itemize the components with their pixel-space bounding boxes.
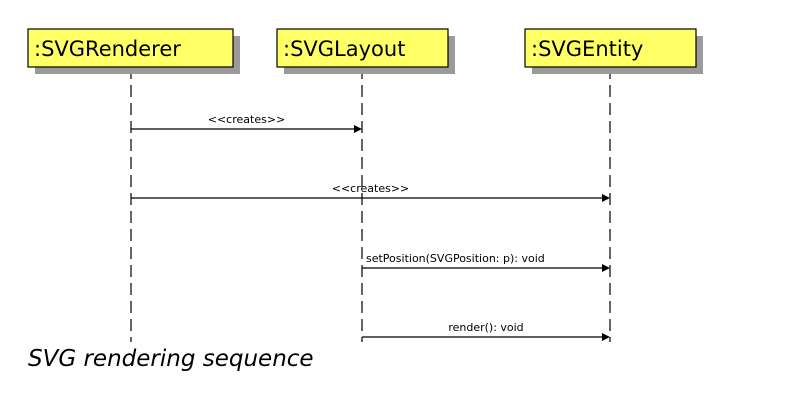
diagram-caption: SVG rendering sequence — [28, 346, 314, 372]
message-3: setPosition(SVGPosition: p): void — [362, 252, 610, 272]
object-box — [27, 28, 234, 68]
arrowhead-icon — [354, 125, 362, 133]
object-box — [524, 28, 697, 68]
message-label: <<creates>> — [332, 182, 410, 195]
object-box — [276, 28, 449, 68]
message-label: <<creates>> — [208, 113, 286, 126]
arrowhead-icon — [602, 264, 610, 272]
arrowhead-icon — [602, 333, 610, 341]
object-renderer: :SVGRenderer — [27, 28, 240, 74]
object-label: :SVGRenderer — [34, 37, 181, 61]
message-4: render(): void — [362, 321, 610, 341]
message-2: <<creates>> — [131, 182, 610, 202]
object-label: :SVGEntity — [531, 37, 643, 61]
arrowhead-icon — [602, 194, 610, 202]
object-entity: :SVGEntity — [524, 28, 703, 74]
object-layout: :SVGLayout — [276, 28, 455, 74]
message-label: setPosition(SVGPosition: p): void — [366, 252, 545, 265]
object-label: :SVGLayout — [283, 37, 405, 61]
message-1: <<creates>> — [131, 113, 362, 133]
message-label: render(): void — [448, 321, 523, 334]
